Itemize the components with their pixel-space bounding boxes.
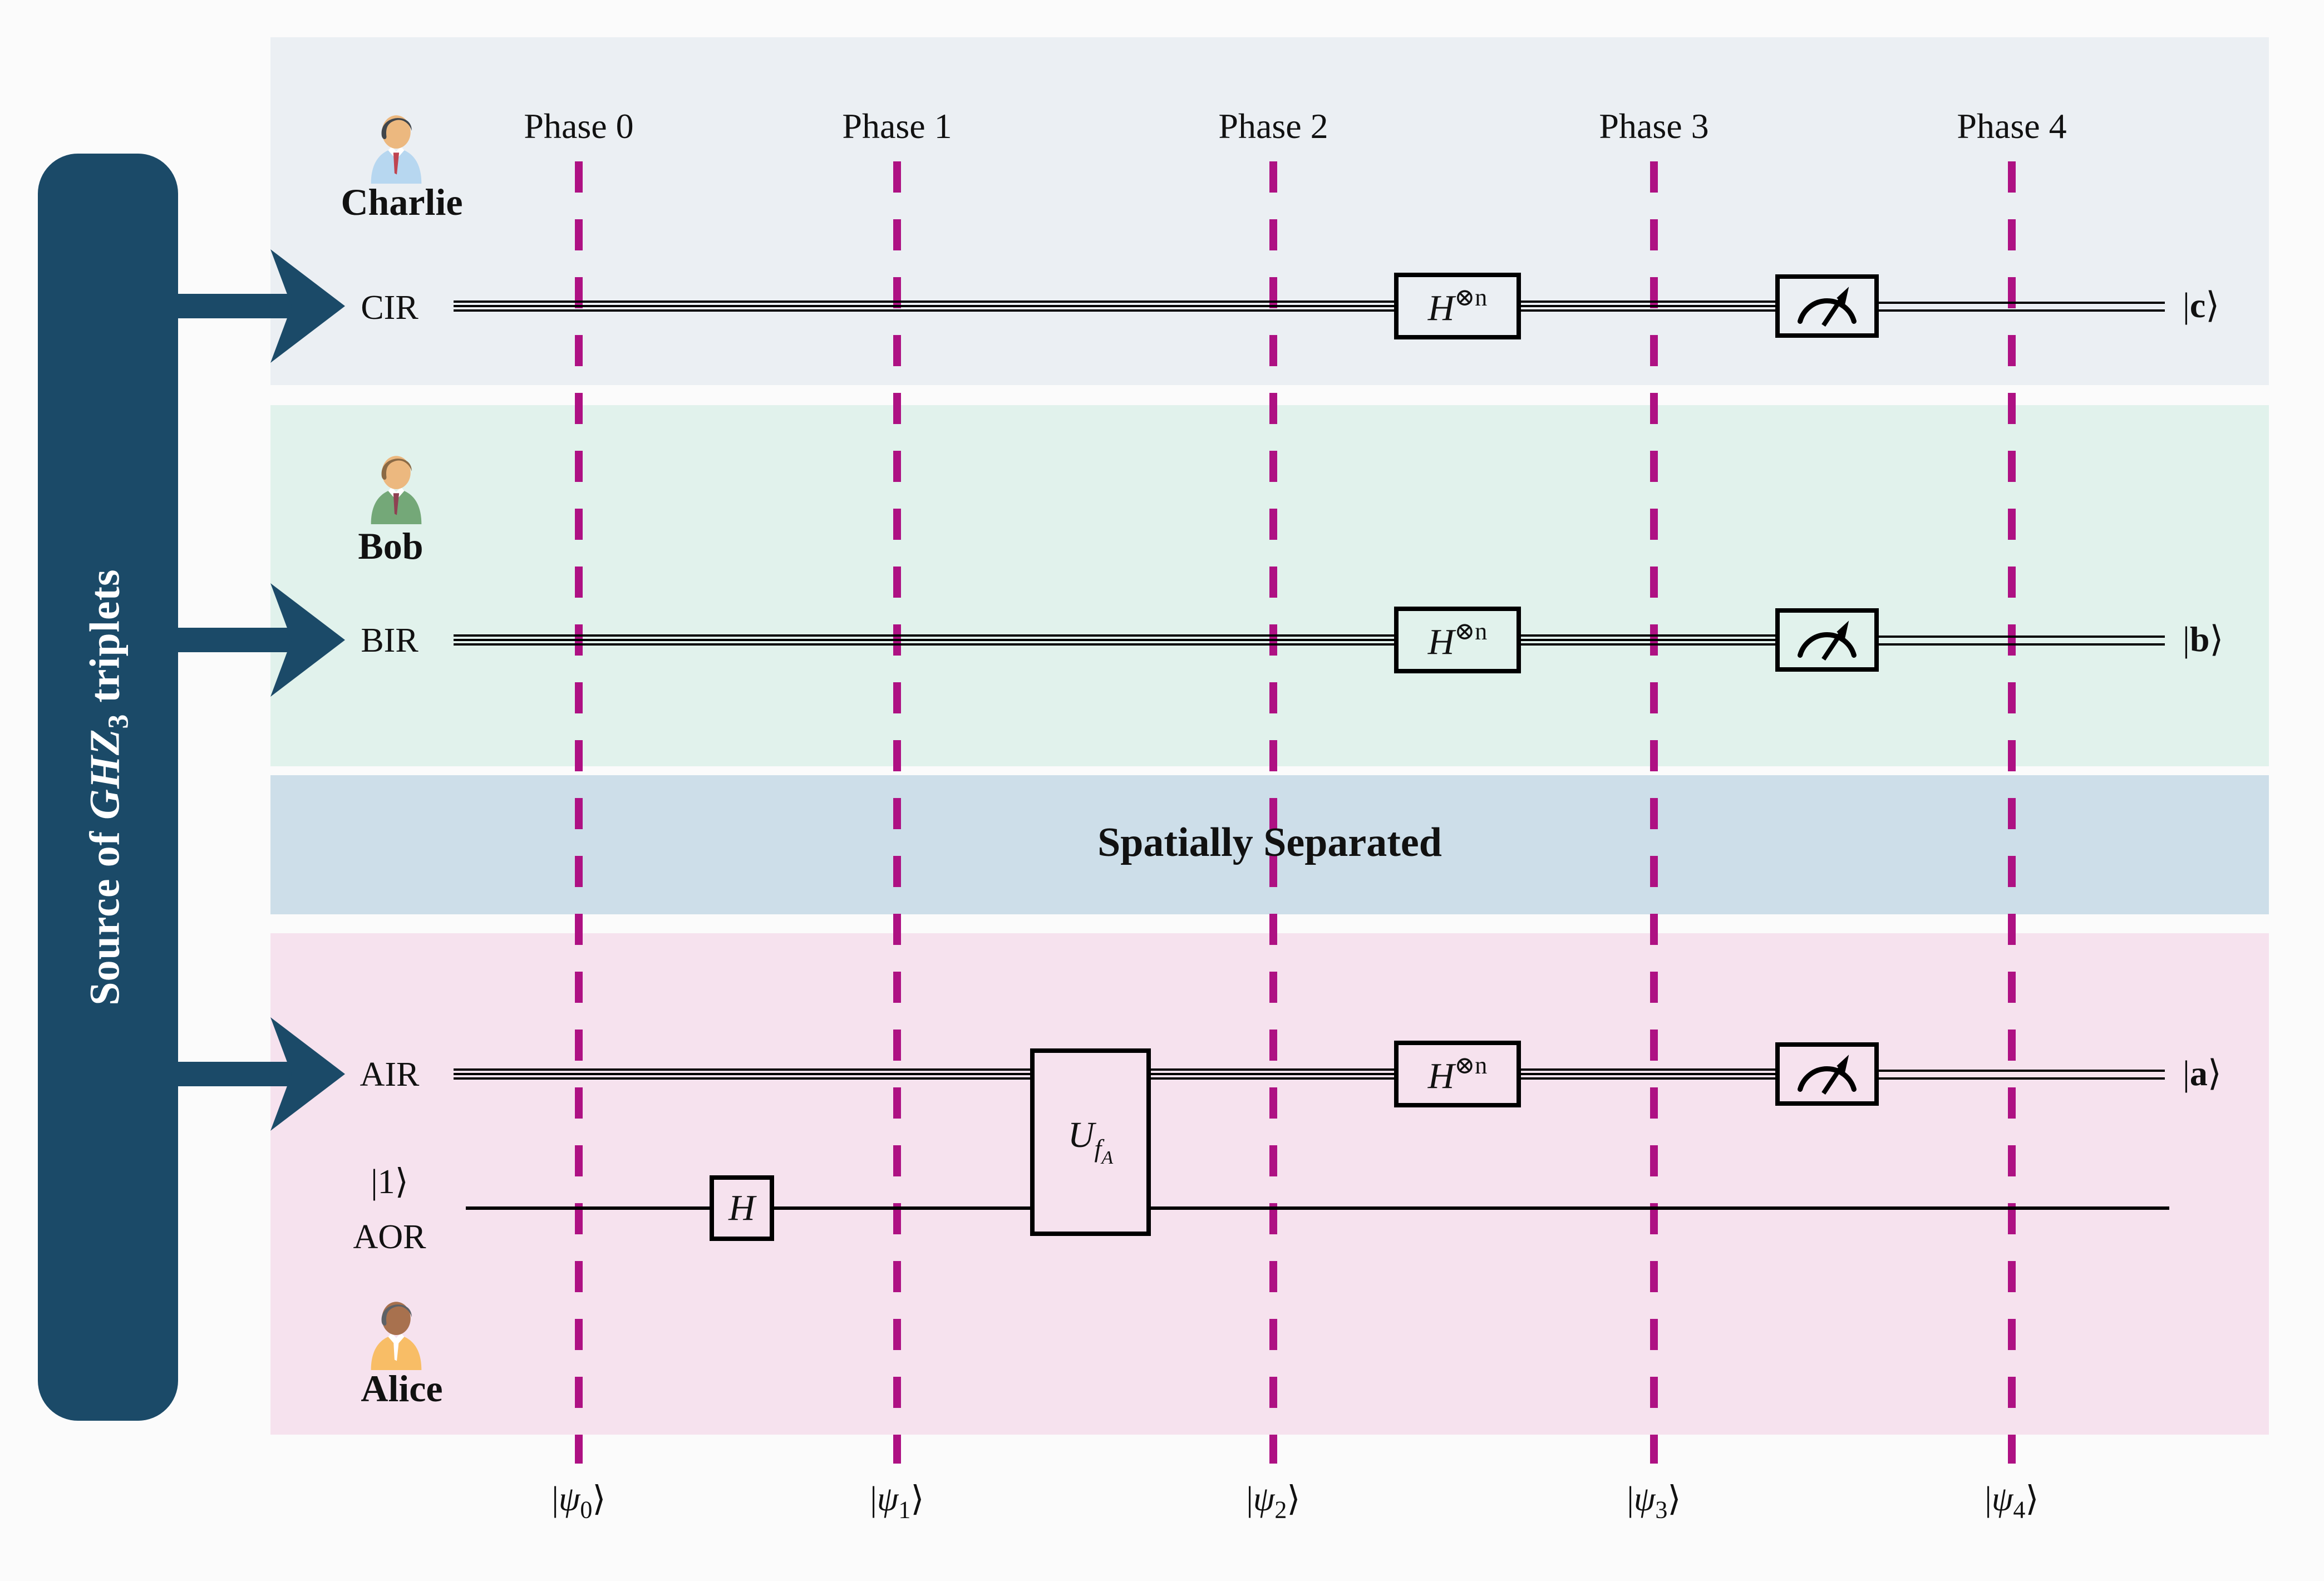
phase-label-1: Phase 1 [842,106,952,146]
state-label-0: |ψ0⟩ [552,1480,606,1524]
oracle-gate-ufa: UfA [1030,1048,1151,1236]
measurement-meter-icon [1791,283,1863,329]
charlie-name: Charlie [341,181,463,223]
bir-register-label: BIR [361,622,418,659]
phase-line-4 [2008,161,2016,1464]
hadamard-n-gate-bob: H⊗n [1394,607,1521,673]
hadamard-gate-aor: H [710,1175,774,1241]
phase-line-3 [1650,161,1658,1464]
spatially-separated-label: Spatially Separated [1097,820,1442,865]
hadamard-n-gate-charlie: H⊗n [1394,273,1521,339]
measurement-meter-icon [1791,1051,1863,1097]
ket-a-output: |a⟩ [2183,1053,2222,1093]
bob-person-icon [371,456,422,524]
bir-classical-wire [1875,636,2165,646]
ghz-source-label: Source of GHZ3 triplets [81,569,135,1006]
ket-c-output: |c⟩ [2183,285,2220,325]
cir-quantum-wire [454,301,1814,312]
oracle-gate-label: UfA [1067,1115,1114,1168]
hadamard-n-gate-alice: H⊗n [1394,1041,1521,1107]
phase-line-1 [893,161,901,1464]
state-label-2: |ψ2⟩ [1246,1480,1301,1524]
phase-label-3: Phase 3 [1599,106,1709,146]
phase-label-0: Phase 0 [524,106,634,146]
alice-name: Alice [361,1367,443,1410]
ghz-source-bar: Source of GHZ3 triplets [38,154,178,1421]
ket-b-output: |b⟩ [2183,619,2224,659]
measurement-gate-bob [1775,608,1879,672]
ancilla-state-label: |1⟩ [371,1163,408,1201]
bir-quantum-wire [454,634,1814,646]
state-label-4: |ψ4⟩ [1985,1480,2039,1524]
hadamard-gate-label: H [728,1188,755,1228]
cir-classical-wire [1875,302,2165,312]
hadamard-n-gate-label: H⊗n [1427,618,1488,662]
air-register-label: AIR [360,1056,420,1094]
bob-name: Bob [358,525,424,567]
alice-person-icon [371,1302,422,1370]
phase-line-2 [1269,161,1277,1464]
phase-line-0 [575,161,583,1464]
aor-register-label: AOR [353,1218,426,1256]
aor-wire [466,1206,2169,1210]
cir-register-label: CIR [361,289,418,327]
measurement-meter-icon [1791,617,1863,663]
measurement-gate-charlie [1775,274,1879,338]
phase-label-4: Phase 4 [1957,106,2067,146]
state-label-3: |ψ3⟩ [1627,1480,1681,1524]
air-classical-wire [1875,1070,2165,1080]
charlie-person-icon [371,115,422,184]
measurement-gate-alice [1775,1042,1879,1106]
phase-label-2: Phase 2 [1218,106,1328,146]
hadamard-n-gate-label: H⊗n [1427,284,1488,328]
hadamard-n-gate-label: H⊗n [1427,1052,1488,1096]
state-label-1: |ψ1⟩ [870,1480,924,1524]
